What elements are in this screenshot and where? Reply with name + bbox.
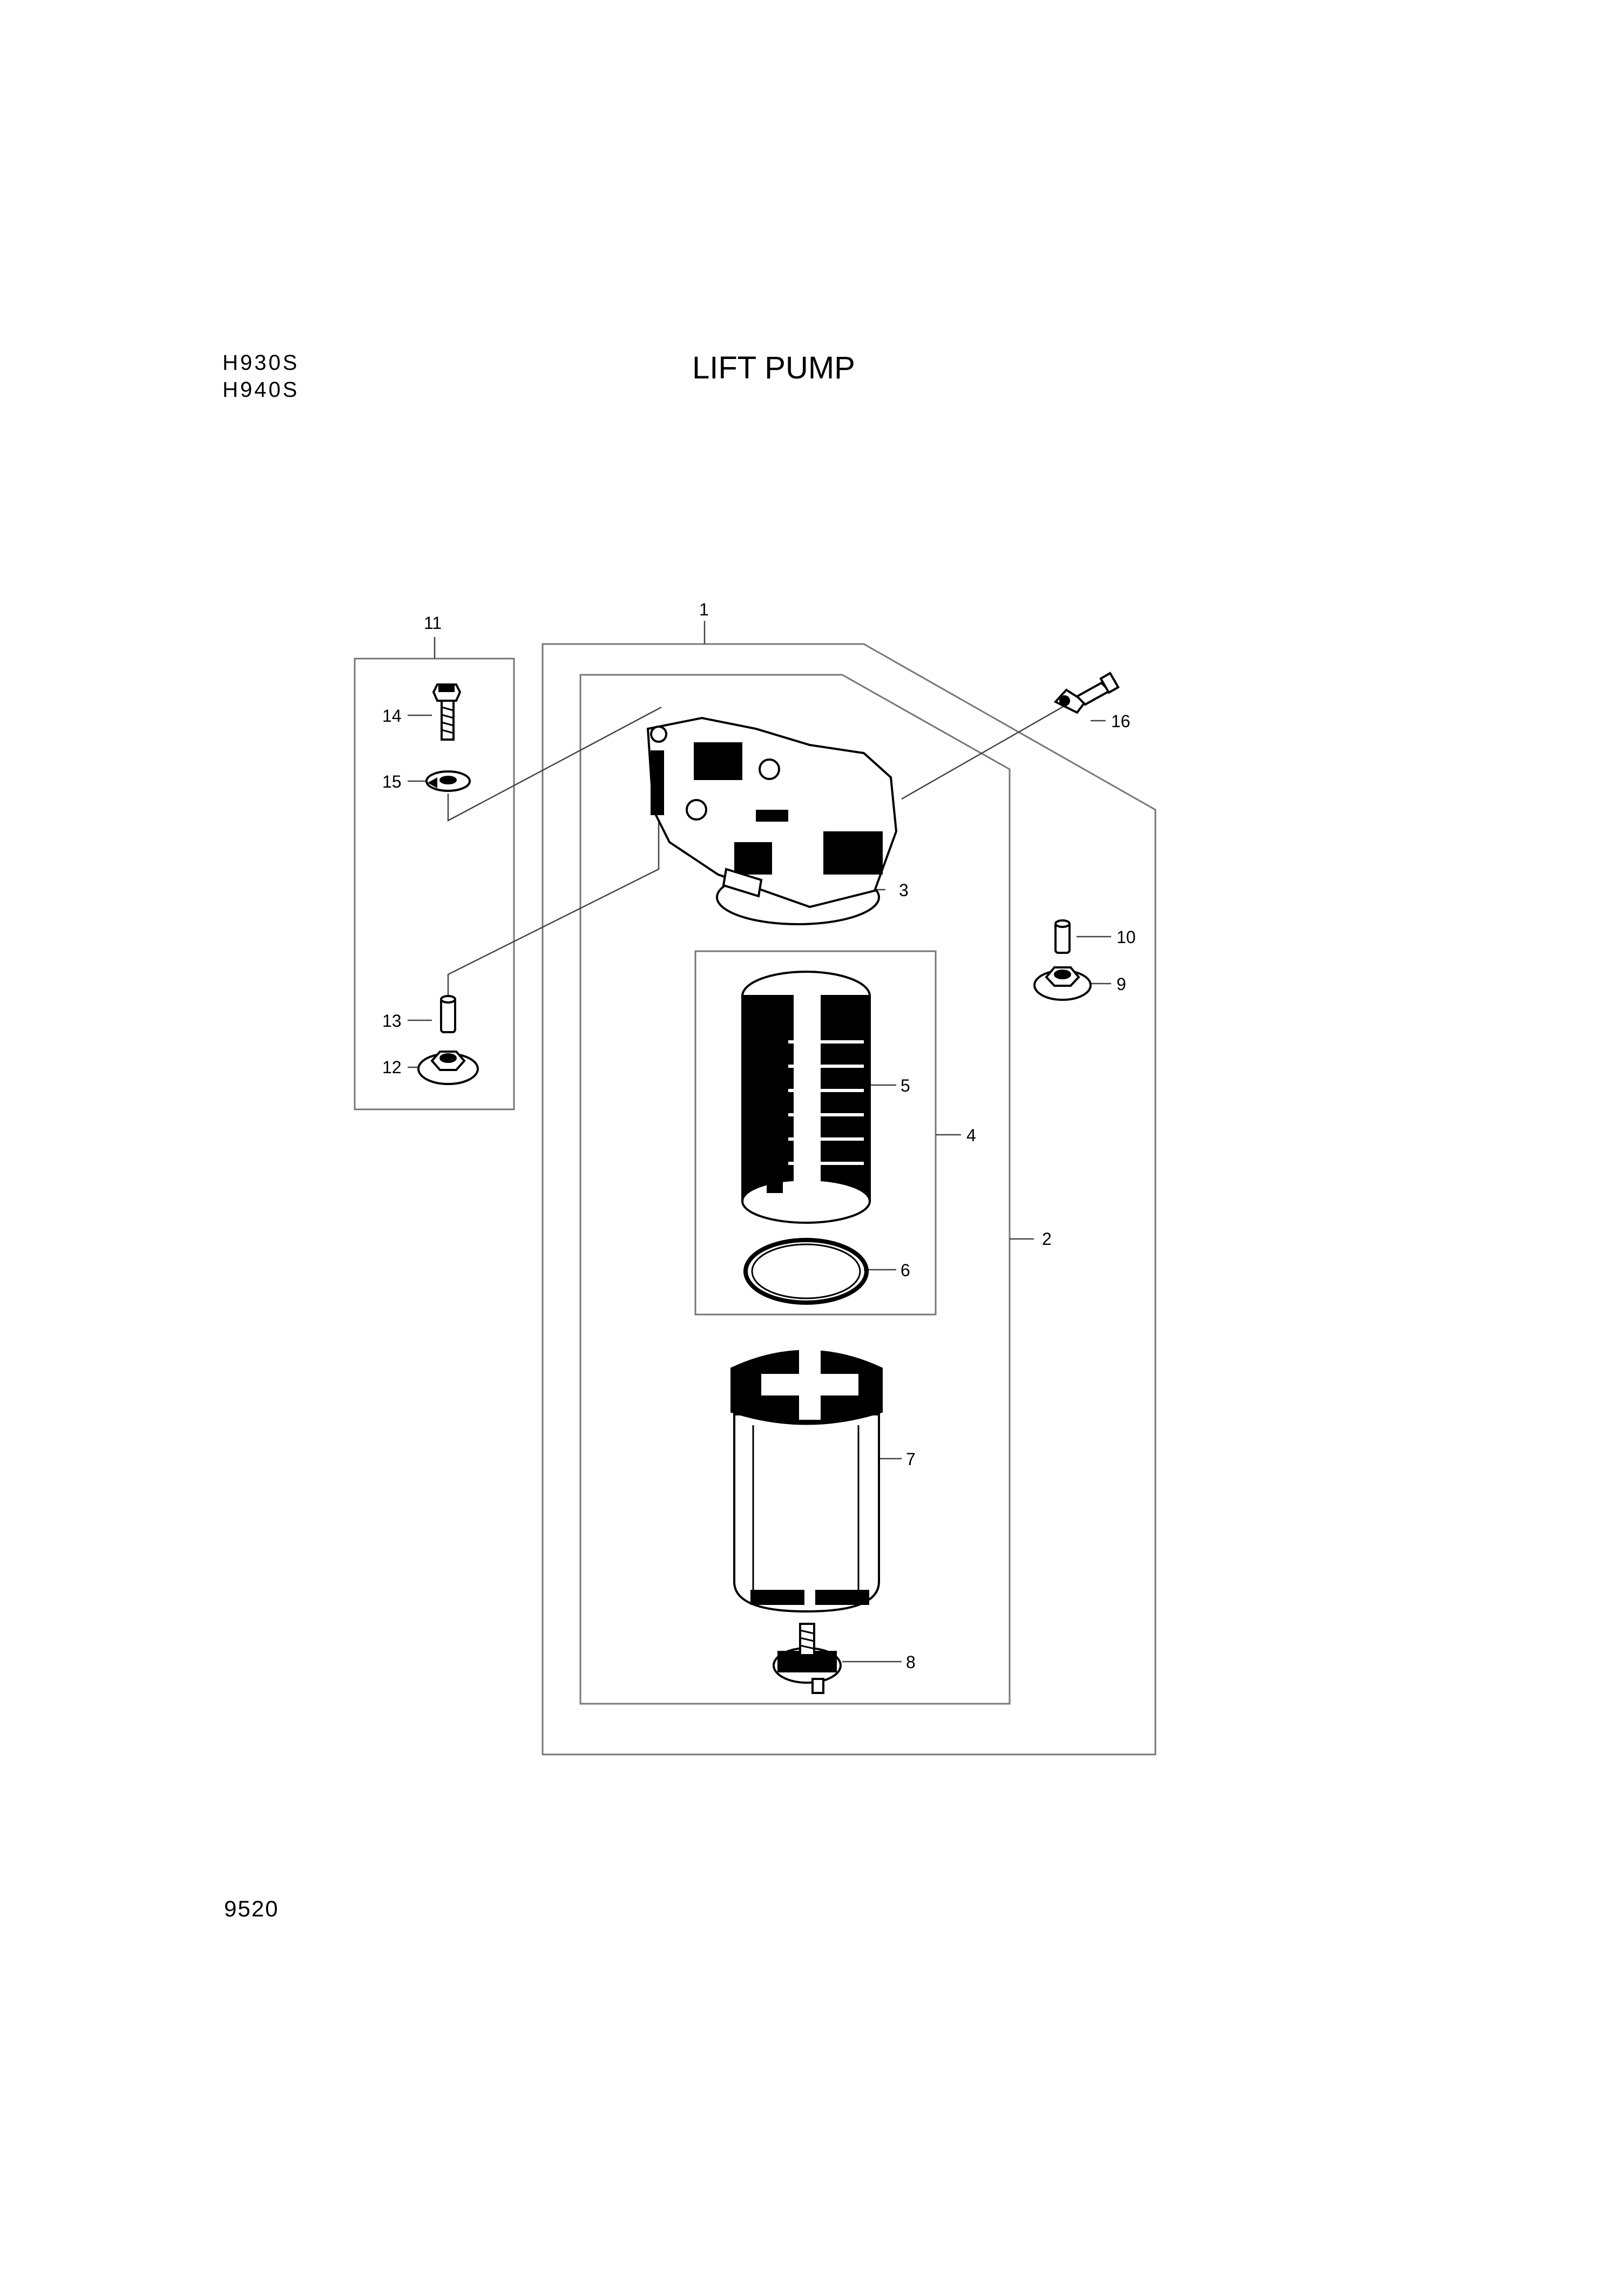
callout-15: 15 — [382, 772, 402, 791]
nut-icon — [1033, 966, 1092, 1001]
page-title: LIFT PUMP — [692, 350, 855, 385]
callout-13: 13 — [382, 1011, 402, 1031]
model-label: H940S — [222, 378, 300, 402]
frame-assembly-1 — [542, 643, 1156, 1756]
callout-10: 10 — [1116, 927, 1136, 947]
frame-element-kit-4 — [694, 950, 937, 1316]
callout-1: 1 — [699, 600, 709, 619]
callout-4: 4 — [966, 1126, 976, 1145]
callout-5: 5 — [901, 1076, 910, 1095]
model-label: H930S — [222, 351, 300, 375]
drain-valve-icon — [773, 1623, 842, 1694]
callout-9: 9 — [1116, 974, 1126, 994]
washer-icon — [425, 770, 471, 792]
bowl-icon — [730, 1347, 883, 1613]
callout-6: 6 — [901, 1261, 910, 1280]
fitting-icon — [1053, 672, 1120, 714]
nut-icon — [417, 1051, 479, 1085]
page-number: 9520 — [224, 1896, 279, 1921]
frame-mounting-kit-11 — [354, 658, 515, 1110]
callout-3: 3 — [899, 880, 909, 900]
callout-12: 12 — [382, 1058, 402, 1077]
callout-7: 7 — [906, 1449, 916, 1469]
callout-14: 14 — [382, 706, 402, 726]
callout-8: 8 — [906, 1652, 916, 1672]
callout-2: 2 — [1042, 1229, 1052, 1249]
callout-11: 11 — [424, 613, 442, 633]
o-ring-icon — [743, 1238, 869, 1305]
bolt-icon — [432, 683, 462, 741]
frame-assembly-2 — [579, 674, 1011, 1705]
filter-element-icon — [741, 971, 871, 1224]
spacer-icon — [440, 995, 456, 1033]
callout-16: 16 — [1111, 712, 1131, 731]
spacer-icon — [1054, 919, 1071, 954]
filter-head-icon — [646, 716, 898, 925]
